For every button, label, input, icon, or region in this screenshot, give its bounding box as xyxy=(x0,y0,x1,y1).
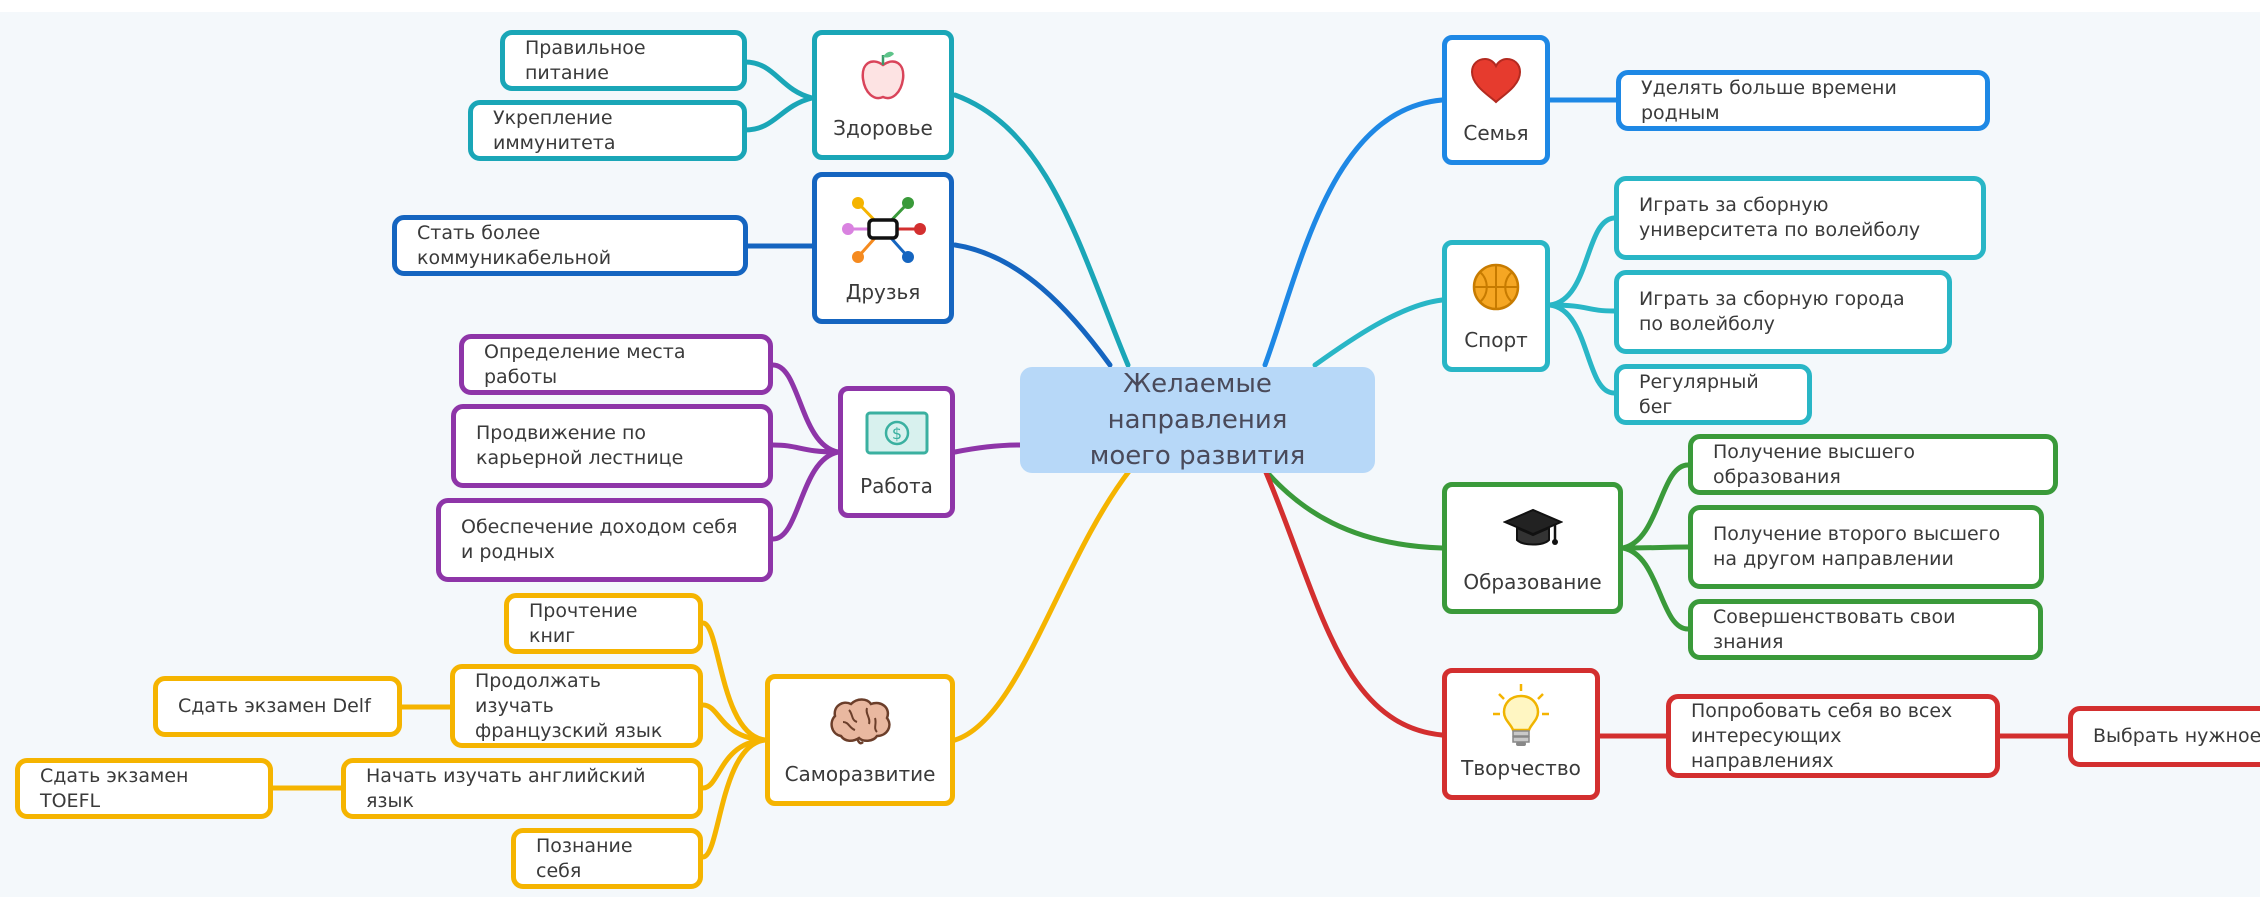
link-self-leaf-1 xyxy=(700,620,768,743)
heart-icon xyxy=(1470,40,1522,121)
link-center-self xyxy=(952,467,1133,743)
lightbulb-icon xyxy=(1491,673,1551,756)
link-self-leaf-2 xyxy=(700,702,768,743)
link-center-work xyxy=(952,442,1023,455)
link-center-health xyxy=(952,92,1131,368)
branch-self-label: Саморазвитие xyxy=(784,762,936,786)
work-leaf-2-text: Продвижение по карьерной лестнице xyxy=(476,422,684,469)
family-leaf-1-text: Уделять больше времени родным xyxy=(1641,76,1897,124)
creativity-sub-choose[interactable]: Выбрать нужное xyxy=(2068,706,2260,767)
branch-sport-label: Спорт xyxy=(1464,328,1528,352)
network-icon xyxy=(838,177,928,280)
link-education-leaf-2 xyxy=(1620,544,1691,551)
self-leaf-2-text: Продолжать изучать французский язык xyxy=(475,669,663,742)
link-center-family xyxy=(1262,97,1445,368)
health-leaf-2[interactable]: Укрепление иммунитета xyxy=(468,100,747,161)
basketball-icon xyxy=(1471,245,1521,328)
graduation-cap-icon xyxy=(1502,487,1563,570)
education-leaf-2-text: Получение второго высшего на другом напр… xyxy=(1713,523,2001,570)
work-leaf-2[interactable]: Продвижение по карьерной лестнице xyxy=(451,404,773,488)
branch-education[interactable]: Образование xyxy=(1442,482,1623,614)
branch-self[interactable]: Саморазвитие xyxy=(765,674,955,806)
creativity-leaf-1-text: Попробовать себя во всех интересующих на… xyxy=(1691,699,1953,772)
link-center-creativity xyxy=(1262,467,1445,738)
branch-creativity-label: Творчество xyxy=(1461,756,1581,780)
self-leaf-4[interactable]: Познание себя xyxy=(511,828,703,889)
central-topic-line-2: моего развития xyxy=(1089,441,1306,471)
self-sub-french[interactable]: Сдать экзамен Delf xyxy=(153,676,402,737)
link-education-leaf-3 xyxy=(1620,545,1691,632)
branch-friends-label: Друзья xyxy=(845,280,921,304)
branch-health-label: Здоровье xyxy=(833,116,933,140)
link-work-leaf-1 xyxy=(770,362,841,455)
sport-leaf-3[interactable]: Регулярный бег xyxy=(1614,364,1812,425)
branch-education-label: Образование xyxy=(1463,570,1602,594)
sport-leaf-1-text: Играть за сборную университета по волейб… xyxy=(1639,194,1921,241)
health-leaf-1[interactable]: Правильное питание xyxy=(500,30,747,91)
money-icon: $ xyxy=(864,391,930,474)
link-health-leaf-1 xyxy=(742,59,815,101)
link-center-sport xyxy=(1312,297,1445,368)
sport-leaf-2-text: Играть за сборную города по волейболу xyxy=(1639,288,1905,335)
self-leaf-2[interactable]: Продолжать изучать французский язык xyxy=(450,664,703,748)
friends-leaf-1[interactable]: Стать более коммуникабельной xyxy=(392,215,748,276)
work-leaf-1[interactable]: Определение места работы xyxy=(459,334,773,395)
creativity-leaf-1[interactable]: Попробовать себя во всех интересующих на… xyxy=(1666,694,2000,778)
link-sport-leaf-3 xyxy=(1547,302,1617,396)
brain-icon xyxy=(827,679,893,762)
self-sub-english[interactable]: Сдать экзамен TOEFL xyxy=(15,758,273,819)
sport-leaf-2[interactable]: Играть за сборную города по волейболу xyxy=(1614,270,1952,354)
central-topic-line-1: Желаемые направления xyxy=(1107,369,1288,435)
link-education-leaf-1 xyxy=(1620,462,1691,551)
education-leaf-3-text: Совершенствовать свои знания xyxy=(1713,605,1956,653)
work-leaf-3[interactable]: Обеспечение доходом себя и родных xyxy=(436,498,773,582)
sport-leaf-3-text: Регулярный бег xyxy=(1639,370,1759,418)
branch-friends[interactable]: Друзья xyxy=(812,172,954,324)
link-work-leaf-2 xyxy=(770,442,841,455)
self-sub-french-text: Сдать экзамен Delf xyxy=(178,695,371,717)
education-leaf-1[interactable]: Получение высшего образования xyxy=(1688,434,2058,495)
self-leaf-3-text: Начать изучать английский язык xyxy=(366,764,646,812)
link-sport-leaf-2 xyxy=(1547,302,1617,314)
branch-family[interactable]: Семья xyxy=(1442,35,1550,165)
branch-work[interactable]: $ Работа xyxy=(838,386,955,518)
branch-work-label: Работа xyxy=(860,474,933,498)
link-self-leaf-4 xyxy=(700,737,768,860)
self-leaf-3[interactable]: Начать изучать английский язык xyxy=(341,758,703,819)
link-sport-leaf-1 xyxy=(1547,215,1617,308)
self-leaf-1-text: Прочтение книг xyxy=(529,599,638,647)
link-center-friends xyxy=(952,242,1113,368)
health-leaf-1-text: Правильное питание xyxy=(525,36,646,84)
friends-leaf-1-text: Стать более коммуникабельной xyxy=(417,221,612,269)
education-leaf-1-text: Получение высшего образования xyxy=(1713,440,1916,488)
svg-text:$: $ xyxy=(891,424,901,443)
education-leaf-3[interactable]: Совершенствовать свои знания xyxy=(1688,599,2043,660)
apple-icon xyxy=(858,35,908,116)
health-leaf-2-text: Укрепление иммунитета xyxy=(493,106,616,154)
branch-family-label: Семья xyxy=(1463,121,1529,145)
branch-creativity[interactable]: Творчество xyxy=(1442,668,1600,800)
link-work-leaf-3 xyxy=(770,449,841,542)
self-leaf-4-text: Познание себя xyxy=(536,834,633,882)
education-leaf-2[interactable]: Получение второго высшего на другом напр… xyxy=(1688,505,2044,589)
self-leaf-1[interactable]: Прочтение книг xyxy=(504,593,703,654)
family-leaf-1[interactable]: Уделять больше времени родным xyxy=(1616,70,1990,131)
work-leaf-1-text: Определение места работы xyxy=(484,340,686,388)
work-leaf-3-text: Обеспечение доходом себя и родных xyxy=(461,516,738,563)
branch-sport[interactable]: Спорт xyxy=(1442,240,1550,372)
central-topic[interactable]: Желаемые направления моего развития xyxy=(1020,367,1375,473)
sport-leaf-1[interactable]: Играть за сборную университета по волейб… xyxy=(1614,176,1986,260)
self-sub-english-text: Сдать экзамен TOEFL xyxy=(40,764,189,812)
link-center-education xyxy=(1262,467,1445,551)
branch-health[interactable]: Здоровье xyxy=(812,30,954,160)
link-health-leaf-2 xyxy=(742,95,815,133)
creativity-sub-choose-text: Выбрать нужное xyxy=(2093,725,2260,747)
